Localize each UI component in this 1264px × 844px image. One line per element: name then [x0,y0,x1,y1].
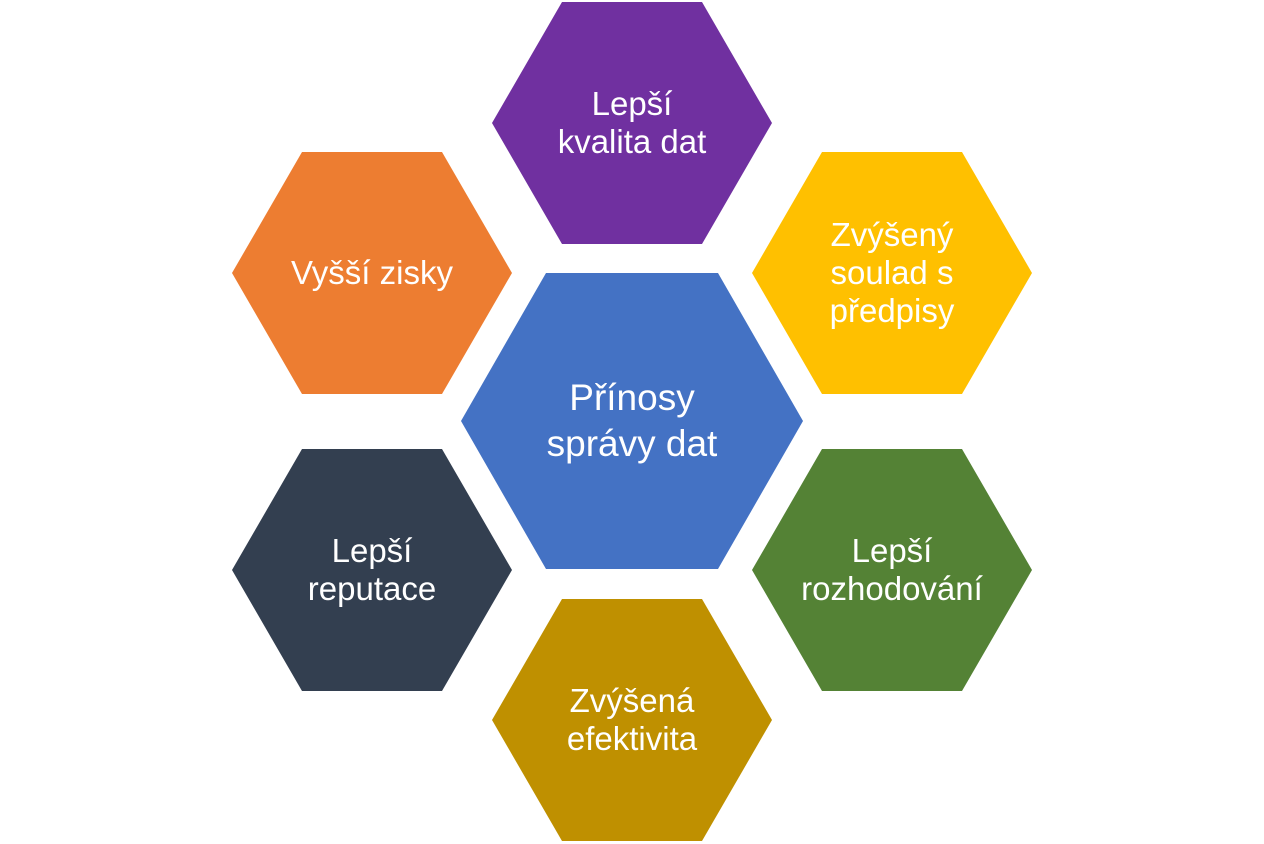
benefit-soulad-hexagon [752,152,1032,394]
benefit-reputace-hexagon [232,449,512,691]
benefit-zisky-hexagon [232,152,512,394]
center-hexagon [461,273,803,569]
benefit-rozhodovani-hexagon [752,449,1032,691]
benefit-kvalita-hexagon [492,2,772,244]
benefit-efektivita-hexagon [492,599,772,841]
